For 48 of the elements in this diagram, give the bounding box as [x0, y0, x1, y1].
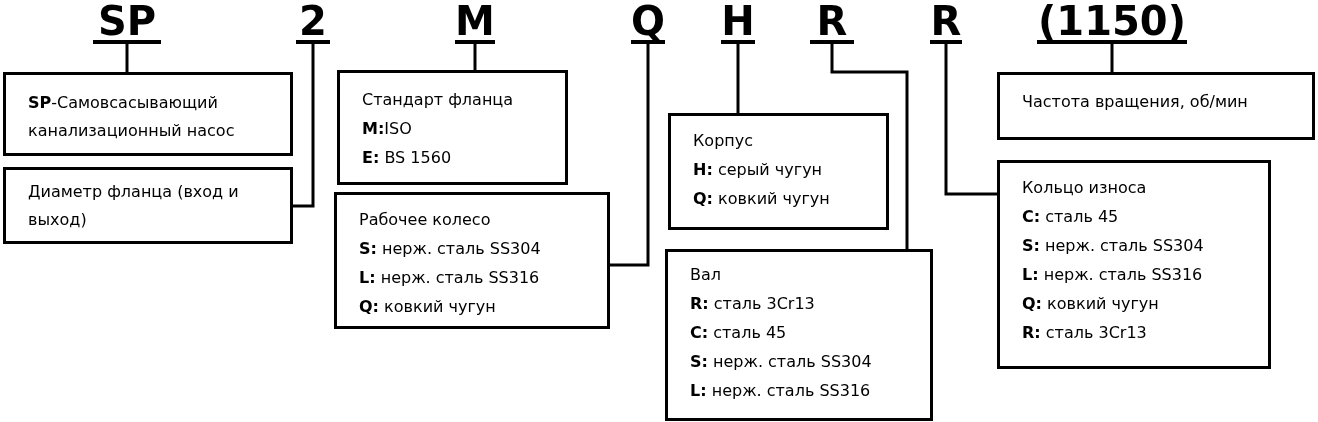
- option-text: L: нерж. сталь SS316: [359, 267, 541, 289]
- option-text: Q: ковкий чугун: [359, 296, 497, 318]
- description-box: [3, 72, 293, 156]
- description-box: [337, 70, 568, 185]
- leader-line: [473, 44, 477, 70]
- box-heading: Корпус: [693, 130, 755, 152]
- option-text: Диаметр фланца (вход и выход): [28, 181, 240, 231]
- option-text: S: нерж. сталь SS304: [359, 238, 542, 260]
- option-text: L: нерж. сталь SS316: [1022, 264, 1204, 286]
- code-letter: M: [455, 2, 495, 44]
- option-text: Частота вращения, об/мин: [1022, 91, 1249, 113]
- leader-line: [944, 44, 997, 196]
- option-text: S: нерж. сталь SS304: [1022, 235, 1205, 257]
- option-text: Q: ковкий чугун: [693, 188, 831, 210]
- leader-line: [736, 44, 740, 113]
- leader-line: [610, 44, 650, 267]
- option-text: C: сталь 45: [690, 322, 788, 344]
- code-letter: (1150): [1037, 2, 1187, 44]
- option-text: L: нерж. сталь SS316: [690, 380, 872, 402]
- option-text: R: сталь 3Cr13: [1022, 322, 1148, 344]
- description-box: [997, 160, 1271, 369]
- leader-line: [293, 44, 315, 208]
- option-text: E: BS 1560: [362, 147, 453, 169]
- option-text: Q: ковкий чугун: [1022, 293, 1160, 315]
- description-box: [665, 249, 933, 421]
- option-text: R: сталь 3Cr13: [690, 293, 816, 315]
- description-box: [334, 192, 610, 329]
- description-box: [3, 167, 293, 244]
- box-heading: Вал: [690, 264, 722, 286]
- box-heading: Кольцо износа: [1022, 177, 1148, 199]
- code-letter: H: [721, 2, 755, 44]
- box-heading: Рабочее колесо: [359, 209, 492, 231]
- code-letter: R: [810, 2, 854, 44]
- leader-line: [125, 44, 129, 72]
- option-text: M:ISO: [362, 118, 413, 140]
- option-text: H: серый чугун: [693, 159, 824, 181]
- box-heading: Стандарт фланца: [362, 89, 515, 111]
- description-box: [997, 72, 1315, 140]
- leader-line: [1110, 44, 1114, 72]
- option-text: SP-Самовсасывающий канализационный насос: [28, 92, 236, 142]
- code-letter: R: [930, 2, 962, 44]
- code-letter: 2: [296, 2, 330, 44]
- code-letter: Q: [631, 2, 665, 44]
- leader-line: [830, 44, 909, 249]
- option-text: C: сталь 45: [1022, 206, 1120, 228]
- option-text: S: нерж. сталь SS304: [690, 351, 873, 373]
- description-box: [668, 113, 889, 230]
- code-letter: SP: [93, 2, 161, 44]
